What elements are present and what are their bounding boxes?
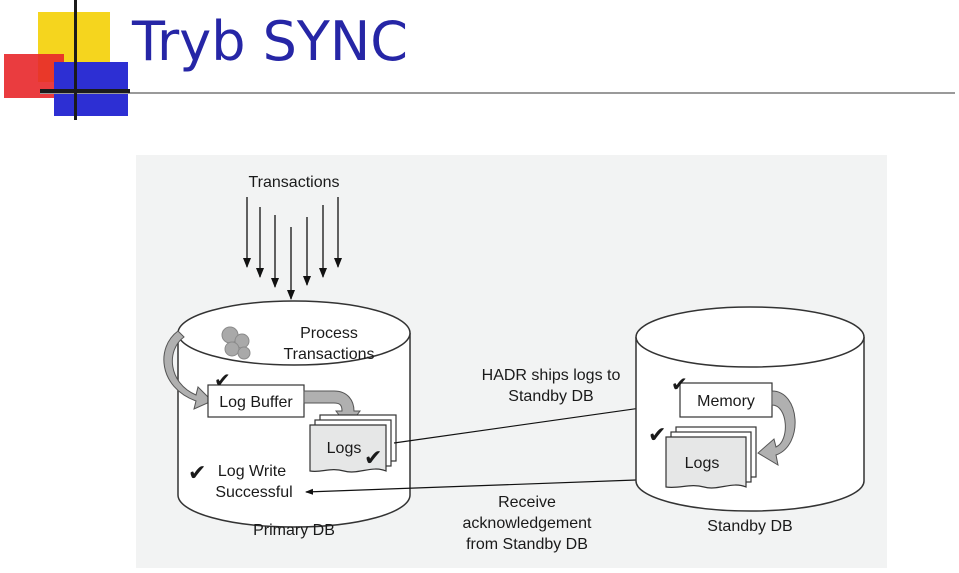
log-buffer-checkmark: ✔: [214, 370, 231, 392]
receive-label-line1: Receive: [498, 494, 556, 511]
log-buffer-label: Log Buffer: [219, 394, 293, 411]
primary-db-body: [177, 333, 411, 528]
standby-logs-label: Logs: [685, 455, 720, 472]
memory-checkmark: ✔: [671, 374, 688, 396]
primary-logs-stack: [309, 414, 397, 473]
standby-db-top: [635, 306, 865, 368]
receive-label-line2: acknowledgement: [463, 515, 593, 532]
log-page: [665, 436, 747, 489]
curved-arrow-to-log-buffer: [163, 330, 213, 410]
transactions-label: Transactions: [249, 174, 340, 191]
log-write-checkmark: ✔: [188, 460, 206, 485]
receive-label-line3: from Standby DB: [466, 536, 588, 553]
logo-vertical-line: [74, 0, 77, 120]
log-write-label-line1: Log Write: [218, 463, 286, 480]
hadr-ships-label-line2: Standby DB: [508, 388, 593, 405]
log-buffer-box: [207, 384, 305, 418]
memory-box: [679, 382, 773, 418]
primary-db-label: Primary DB: [253, 522, 335, 539]
curved-arrow-memory-to-logs: [757, 390, 796, 467]
hadr-sync-diagram: Transactions Process Transactions Log Bu…: [136, 155, 887, 568]
primary-logs-label: Logs: [327, 440, 362, 457]
primary-logs-checkmark: ✔: [364, 445, 382, 470]
log-write-label-line2: Successful: [215, 484, 292, 501]
incoming-transaction-arrows: [243, 197, 342, 300]
standby-logs-checkmark: ✔: [648, 422, 666, 447]
title-underline: [40, 92, 955, 94]
ship-logs-arrow: [393, 401, 677, 444]
process-label-line2: Transactions: [284, 346, 375, 363]
slide-title: Tryb SYNC: [132, 10, 409, 73]
process-label-line1: Process: [300, 325, 358, 342]
standby-logs-stack: [665, 426, 757, 489]
gears-icon: [221, 326, 251, 360]
hadr-ships-label-line1: HADR ships logs to: [482, 367, 621, 384]
acknowledgement-arrow: [305, 478, 665, 495]
standby-db-label: Standby DB: [707, 518, 792, 535]
log-page: [309, 424, 387, 473]
memory-label: Memory: [697, 393, 755, 410]
title-underline-accent: [40, 89, 130, 93]
